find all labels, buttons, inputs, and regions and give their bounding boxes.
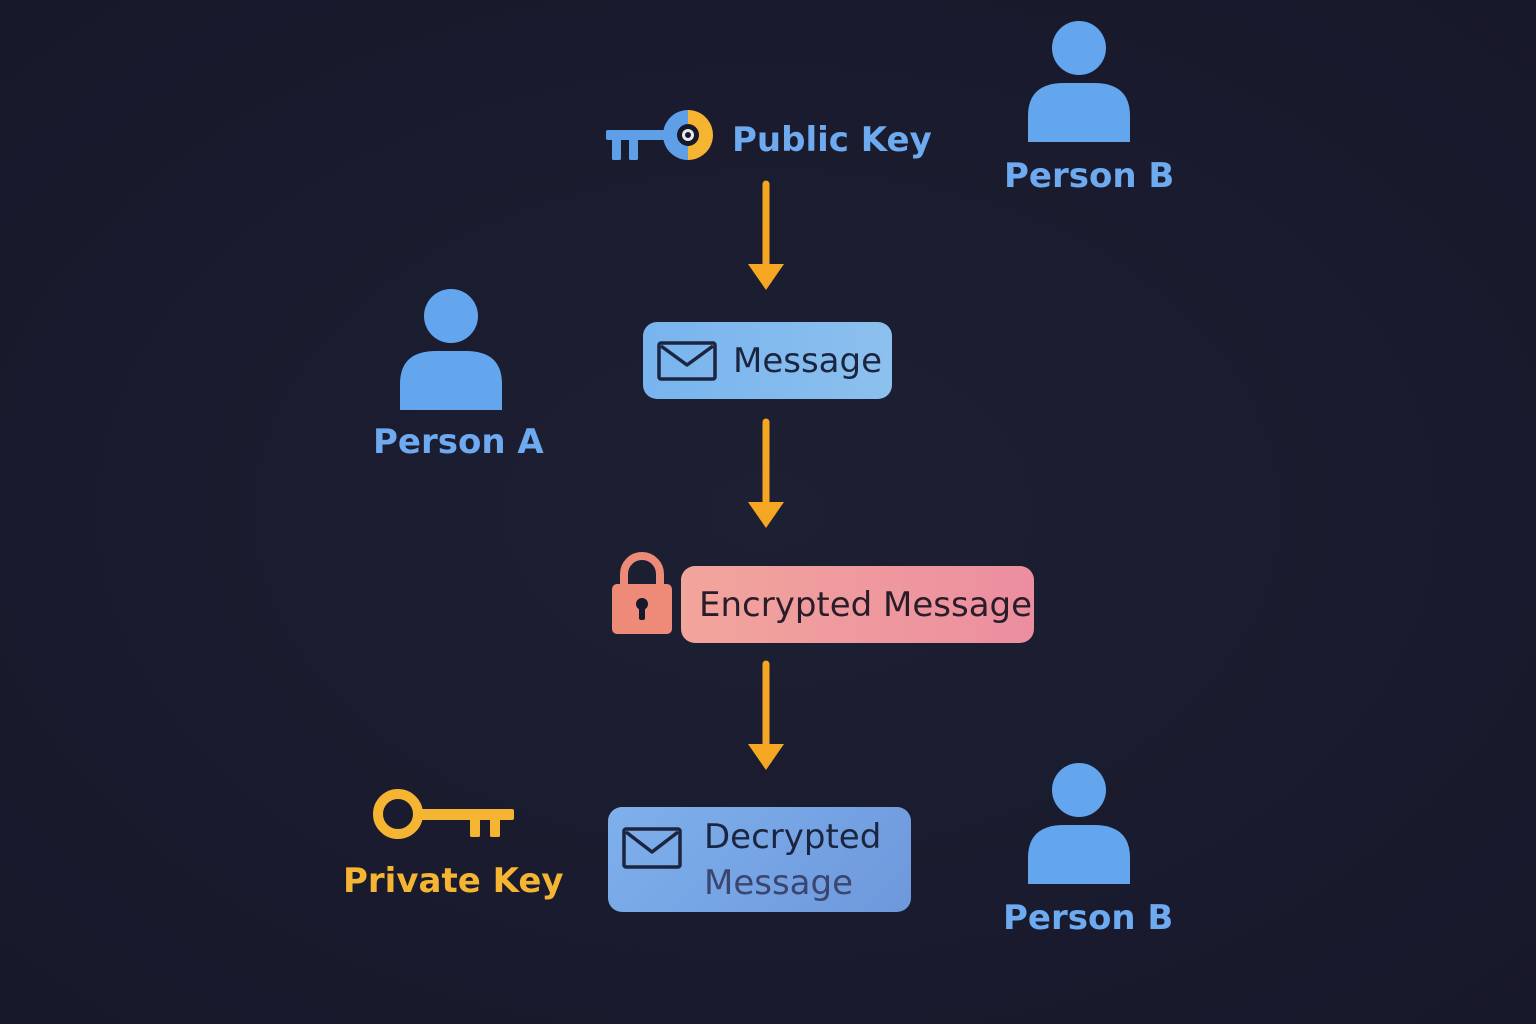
arrow-down-2	[748, 418, 784, 528]
person-b-top-icon	[1028, 21, 1130, 142]
public-key-label: Public Key	[732, 120, 932, 160]
encrypted-message-label: Encrypted Message	[699, 584, 1033, 625]
decrypted-message-label: Decrypted Message	[704, 814, 881, 906]
private-key-label: Private Key	[343, 861, 564, 901]
person-b-bottom-icon	[1028, 763, 1130, 884]
arrow-down-3	[748, 660, 784, 770]
encrypted-message-box: Encrypted Message	[681, 566, 1034, 643]
decrypted-message-line2: Message	[704, 862, 854, 903]
message-label: Message	[733, 340, 883, 381]
decrypted-message-line1: Decrypted	[704, 816, 882, 857]
person-a-label: Person A	[373, 422, 544, 462]
message-box: Message	[643, 322, 892, 399]
arrow-down-1	[748, 180, 784, 290]
envelope-icon	[657, 340, 717, 381]
public-key-icon	[606, 110, 713, 160]
person-b-bottom-label: Person B	[1003, 898, 1174, 938]
padlock-icon	[612, 552, 672, 634]
person-a-icon	[400, 289, 502, 410]
person-b-top-label: Person B	[1004, 156, 1175, 196]
decrypted-message-box: Decrypted Message	[608, 807, 911, 912]
envelope-icon	[622, 827, 682, 869]
private-key-icon	[373, 789, 514, 839]
